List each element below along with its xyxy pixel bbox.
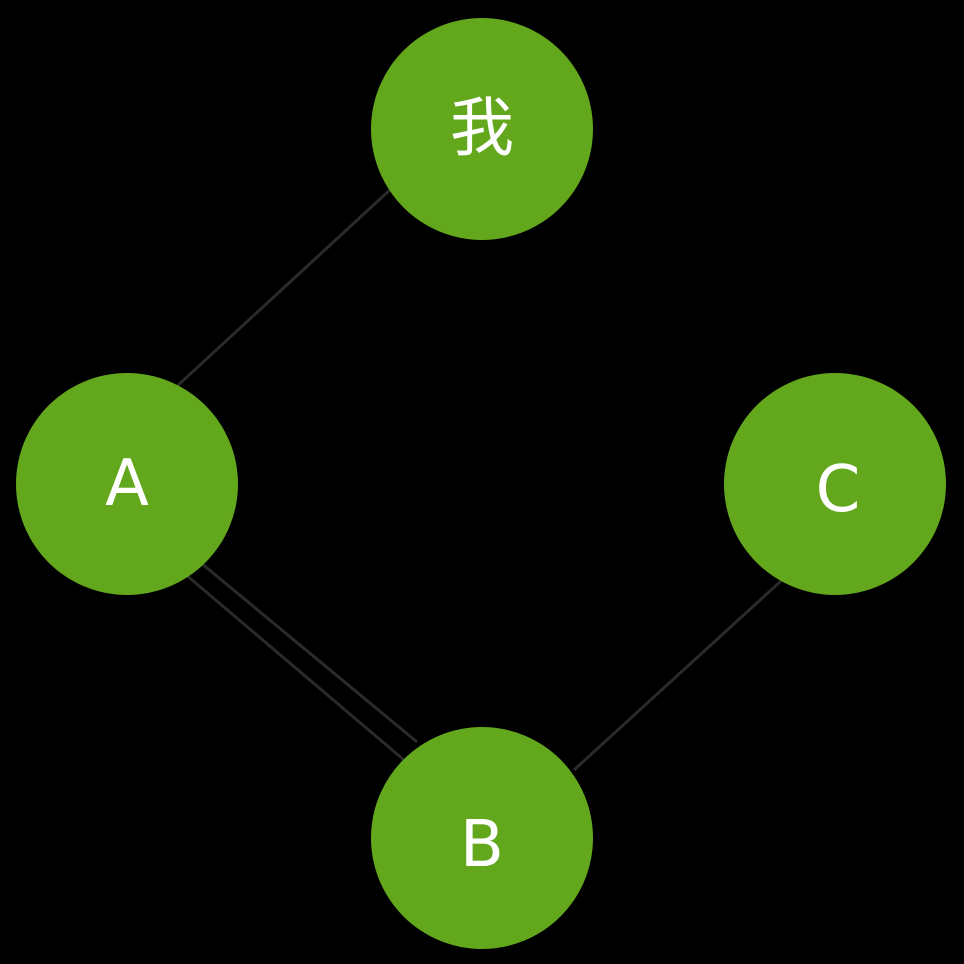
node-me-circle <box>371 18 593 240</box>
node-c: C <box>724 373 946 595</box>
node-a-circle <box>16 373 238 595</box>
node-c-label: C <box>816 453 861 527</box>
node-a-label: A <box>105 447 149 521</box>
node-me: 我 <box>371 18 593 240</box>
node-a: A <box>16 373 238 595</box>
edge-a-b-2 <box>200 561 418 744</box>
node-me-label: 我 <box>450 92 514 166</box>
node-b-label: B <box>460 808 504 882</box>
node-b-circle <box>371 727 593 949</box>
edge-me-a <box>173 186 394 390</box>
edge-a-b-1 <box>184 572 405 762</box>
node-b: B <box>371 727 593 949</box>
node-c-circle <box>724 373 946 595</box>
edge-b-c <box>572 578 784 772</box>
edges <box>173 186 784 772</box>
